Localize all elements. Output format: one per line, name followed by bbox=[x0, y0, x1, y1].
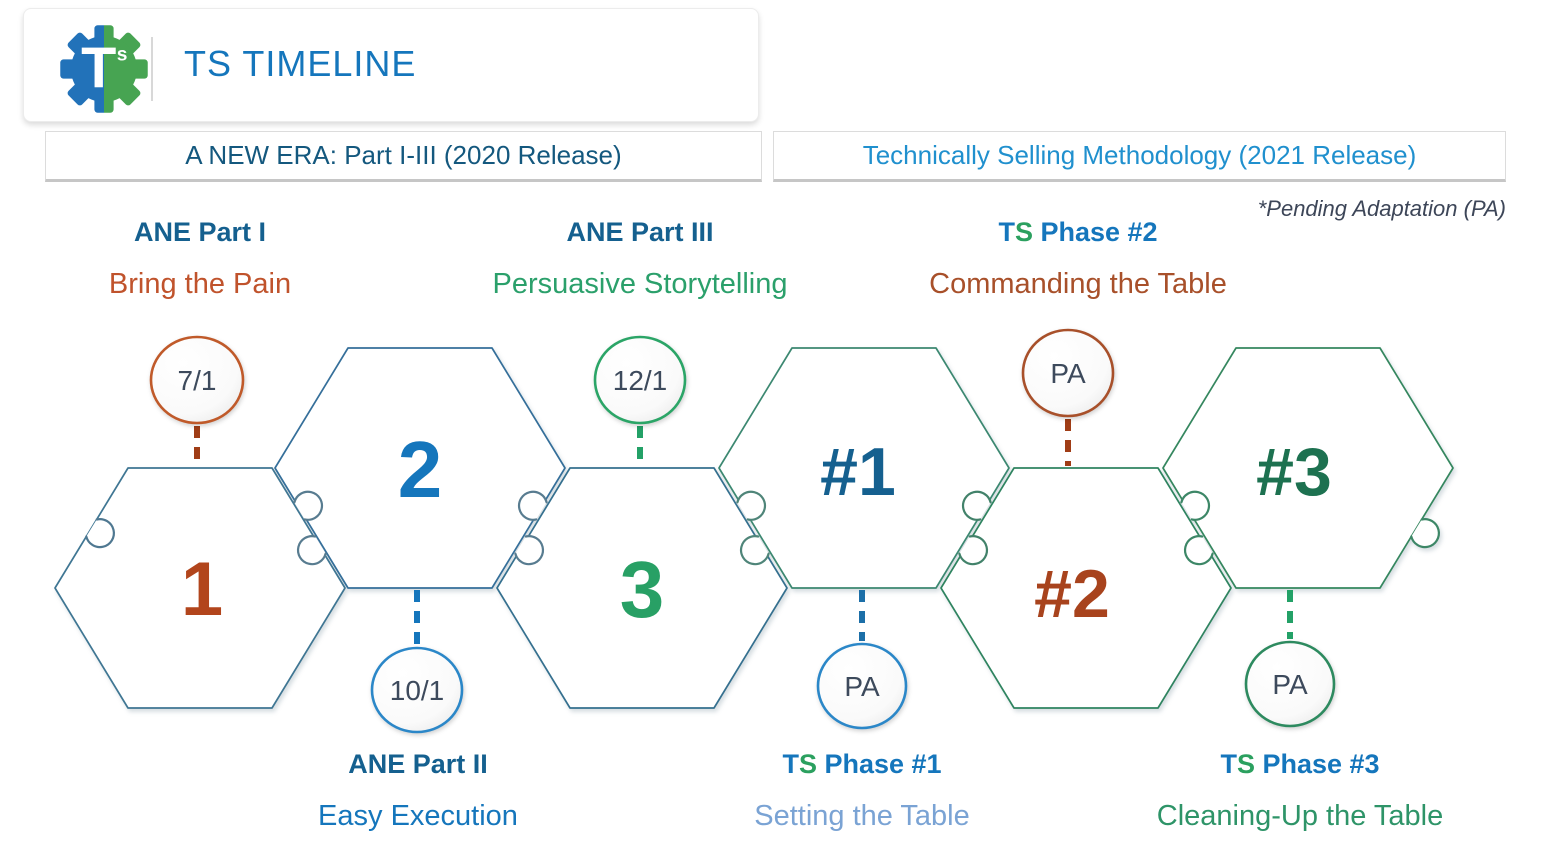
piece-number-hash3: #3 bbox=[1256, 434, 1332, 510]
badge-label-2: 10/1 bbox=[390, 675, 445, 706]
badge-label-hash2: PA bbox=[1050, 358, 1086, 389]
badge-circle-hash1 bbox=[816, 642, 908, 730]
puzzle-knob bbox=[958, 535, 989, 566]
puzzle-knob bbox=[1180, 490, 1211, 521]
badge-label-3: 12/1 bbox=[613, 365, 668, 396]
label-ane-part-2: ANE Part II Easy Execution bbox=[218, 748, 618, 833]
puzzle-knob bbox=[1183, 535, 1214, 566]
piece-number-hash1: #1 bbox=[820, 434, 896, 510]
label-title: TS Phase #2 bbox=[998, 217, 1158, 247]
label-subtitle: Persuasive Storytelling bbox=[492, 268, 788, 300]
label-title: ANE Part II bbox=[348, 749, 488, 779]
badge-circle-2 bbox=[370, 646, 464, 734]
puzzle-piece-2 bbox=[274, 347, 566, 589]
label-ts-phase-1: TS Phase #1 Setting the Table bbox=[662, 748, 1062, 833]
puzzle-piece-3 bbox=[496, 467, 788, 709]
puzzle-knob bbox=[517, 490, 548, 521]
badge-circle-1 bbox=[149, 335, 245, 425]
banner-left-label: A NEW ERA: Part I-III (2020 Release) bbox=[185, 140, 622, 170]
badge-circle-hash3 bbox=[1244, 640, 1336, 728]
badge-circle-3 bbox=[593, 335, 687, 425]
label-subtitle: Bring the Pain bbox=[108, 268, 292, 300]
piece-number-hash2: #2 bbox=[1034, 556, 1110, 632]
label-title: ANE Part III bbox=[566, 217, 714, 247]
label-ts-phase-2: TS Phase #2 Commanding the Table bbox=[878, 216, 1278, 301]
ts-gear-logo-icon: T s bbox=[60, 25, 148, 113]
badge-label-hash1: PA bbox=[844, 671, 880, 702]
label-subtitle: Commanding the Table bbox=[929, 268, 1227, 300]
header-card: T s TS TIMELINE bbox=[23, 8, 759, 122]
puzzle-knob bbox=[85, 518, 115, 549]
banner-2021-release: Technically Selling Methodology (2021 Re… bbox=[773, 131, 1506, 182]
puzzle-knob bbox=[514, 535, 545, 566]
puzzle-knob bbox=[293, 490, 324, 521]
label-ane-part-3: ANE Part III Persuasive Storytelling bbox=[440, 216, 840, 301]
page-title: TS TIMELINE bbox=[184, 43, 417, 84]
banner-right-label: Technically Selling Methodology (2021 Re… bbox=[862, 140, 1417, 170]
label-title: TS Phase #1 bbox=[782, 749, 942, 779]
piece-number-2: 2 bbox=[398, 425, 443, 514]
label-subtitle: Easy Execution bbox=[318, 800, 518, 832]
logo-superscript: s bbox=[117, 44, 128, 65]
label-title: TS Phase #3 bbox=[1220, 749, 1380, 779]
label-subtitle: Setting the Table bbox=[754, 800, 970, 832]
piece-number-3: 3 bbox=[620, 545, 665, 634]
puzzle-piece-hash3 bbox=[1162, 347, 1454, 589]
logo-divider bbox=[151, 37, 153, 101]
puzzle-knob bbox=[1410, 518, 1440, 549]
puzzle-knob bbox=[296, 535, 327, 566]
puzzle-knob bbox=[739, 535, 770, 566]
logo-letter: T bbox=[81, 36, 116, 100]
label-title: ANE Part I bbox=[133, 217, 267, 247]
label-ts-phase-3: TS Phase #3 Cleaning-Up the Table bbox=[1100, 748, 1500, 833]
badge-circle-hash2 bbox=[1021, 328, 1115, 418]
pending-adaptation-note: *Pending Adaptation (PA) bbox=[1257, 196, 1506, 221]
piece-number-1: 1 bbox=[181, 547, 223, 632]
puzzle-piece-hash2 bbox=[940, 467, 1232, 709]
puzzle-knob bbox=[961, 490, 992, 521]
label-subtitle: Cleaning-Up the Table bbox=[1156, 800, 1444, 832]
puzzle-knob bbox=[736, 490, 767, 521]
puzzle-piece-1 bbox=[54, 467, 346, 709]
puzzle-piece-hash1 bbox=[718, 347, 1010, 589]
badge-label-hash3: PA bbox=[1272, 669, 1308, 700]
badge-label-1: 7/1 bbox=[178, 365, 217, 396]
banner-2020-release: A NEW ERA: Part I-III (2020 Release) bbox=[45, 131, 762, 182]
label-ane-part-1: ANE Part I Bring the Pain bbox=[0, 216, 400, 301]
